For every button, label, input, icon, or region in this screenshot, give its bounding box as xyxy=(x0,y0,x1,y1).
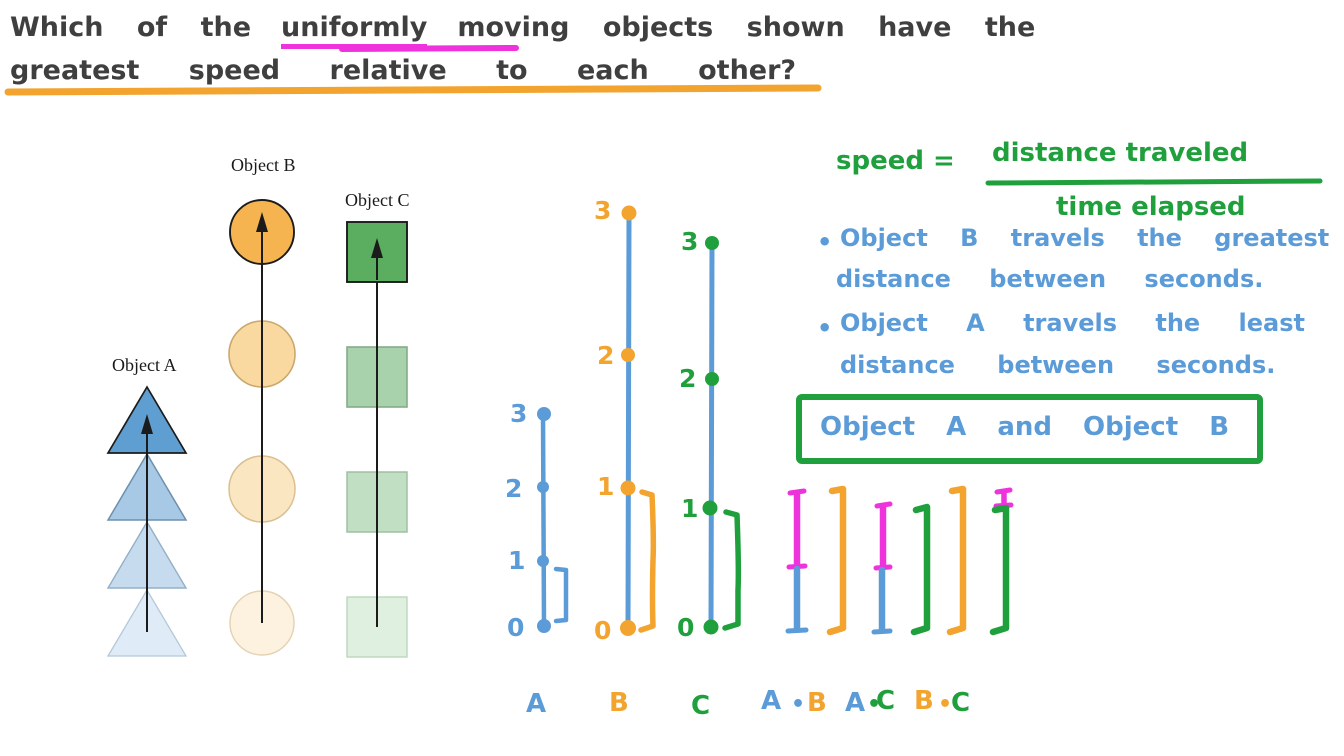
line-b-tick-3: 3 xyxy=(594,196,612,225)
number-line-b-line xyxy=(625,210,632,631)
question-line1-suffix: moving objects shown have the xyxy=(457,12,1036,43)
bullet2-marker: • xyxy=(817,314,833,342)
line-a-tick-1: 1 xyxy=(508,546,526,575)
object-b-diagram xyxy=(228,199,296,656)
comparison-bars-ab xyxy=(785,485,847,636)
pair-ac-second: C xyxy=(876,686,896,716)
pair-bc-dot: • xyxy=(938,692,953,717)
bar-bc-green-bar xyxy=(989,504,1010,636)
number-line-b-dot-0 xyxy=(620,620,636,636)
bar-ab-blue-bottom-cap xyxy=(785,627,809,634)
number-line-c-dot-2 xyxy=(705,372,719,386)
number-line-b-dot-2 xyxy=(621,348,635,362)
line-c-tick-0: 0 xyxy=(677,613,695,642)
orange-underline xyxy=(4,84,822,96)
number-line-c-line xyxy=(708,240,715,630)
pair-bc-second: C xyxy=(951,688,971,718)
pair-ac-first: A xyxy=(845,688,866,718)
bullet1-line2: distance between seconds. xyxy=(836,265,1264,293)
comparison-bars-bc xyxy=(946,485,1014,636)
line-c-tick-3: 3 xyxy=(681,227,699,256)
number-line-c xyxy=(702,236,742,635)
line-c-tick-1: 1 xyxy=(681,494,699,523)
number-line-c-dot-3 xyxy=(705,236,719,250)
object-b-arrowhead xyxy=(256,212,268,232)
number-line-a-line xyxy=(540,411,547,629)
formula-numerator: distance traveled xyxy=(992,138,1249,168)
question-line-1: Which of the uniformly moving objects sh… xyxy=(10,12,1035,49)
answer-box-outline xyxy=(796,394,1263,464)
number-line-a-dot-3 xyxy=(537,407,551,421)
axis-label-a: A xyxy=(526,689,547,719)
number-line-b-dot-1 xyxy=(620,480,636,496)
bar-ac-magenta-top-cap xyxy=(874,501,893,509)
pair-ab-second: B xyxy=(807,688,827,718)
question-line1-prefix: Which of the xyxy=(10,12,252,43)
number-line-b-bracket xyxy=(638,489,657,633)
formula-lhs: speed = xyxy=(836,146,955,176)
number-line-b xyxy=(620,205,657,636)
bar-ac-blue-bottom-cap xyxy=(871,628,893,635)
line-c-tick-2: 2 xyxy=(679,364,697,393)
number-line-a-dot-1 xyxy=(537,555,549,567)
bar-ab-magenta-top-cap xyxy=(787,488,807,496)
formula-denominator: time elapsed xyxy=(1056,192,1246,222)
fraction-bar xyxy=(985,178,1323,186)
number-line-a-dot-0 xyxy=(537,619,551,633)
object-c-label: Object C xyxy=(345,190,410,210)
number-line-b-dot-3 xyxy=(621,205,637,221)
bullet1-marker: • xyxy=(817,228,833,256)
object-b-label: Object B xyxy=(231,155,296,175)
question-line-2: greatest speed relative to each other? xyxy=(10,55,797,86)
number-line-c-dot-1 xyxy=(702,500,718,516)
pair-ab-first: A xyxy=(761,686,782,716)
line-b-tick-1: 1 xyxy=(597,472,615,501)
bar-bc-orange-bar xyxy=(946,485,967,636)
object-a-label: Object A xyxy=(112,355,177,375)
axis-label-b: B xyxy=(609,688,629,718)
object-c-arrowhead xyxy=(371,238,383,258)
line-b-tick-2: 2 xyxy=(597,341,615,370)
line-a-tick-0: 0 xyxy=(507,613,525,642)
line-a-tick-2: 2 xyxy=(505,474,523,503)
bullet2-line2: distance between seconds. xyxy=(840,351,1276,379)
object-a-diagram xyxy=(106,385,188,657)
pair-ac-dot: • xyxy=(867,692,882,717)
number-line-c-bracket xyxy=(722,509,742,631)
pair-ab-dot: • xyxy=(791,692,806,717)
line-b-tick-0: 0 xyxy=(594,616,612,645)
bullet1-line1: Object B travels the greatest xyxy=(840,224,1330,252)
answer-text: Object A and Object B xyxy=(820,412,1230,442)
number-line-c-dot-0 xyxy=(703,619,719,635)
number-line-a xyxy=(537,407,569,633)
number-line-a-dot-2 xyxy=(537,481,549,493)
axis-label-c: C xyxy=(691,691,711,721)
bar-bc-magenta-top-cap xyxy=(994,487,1013,495)
pair-bc-first: B xyxy=(914,686,934,716)
line-a-tick-3: 3 xyxy=(510,399,528,428)
bullet2-line1: Object A travels the least xyxy=(840,309,1306,337)
object-c-diagram xyxy=(346,221,408,658)
object-a-arrowhead xyxy=(141,414,153,434)
bar-ac-green-bar xyxy=(910,503,931,636)
number-line-a-bracket xyxy=(553,566,569,624)
bar-ab-orange-bar xyxy=(826,485,847,636)
comparison-bars-ac xyxy=(871,501,931,636)
question-uniformly-highlight: uniformly xyxy=(281,12,428,49)
